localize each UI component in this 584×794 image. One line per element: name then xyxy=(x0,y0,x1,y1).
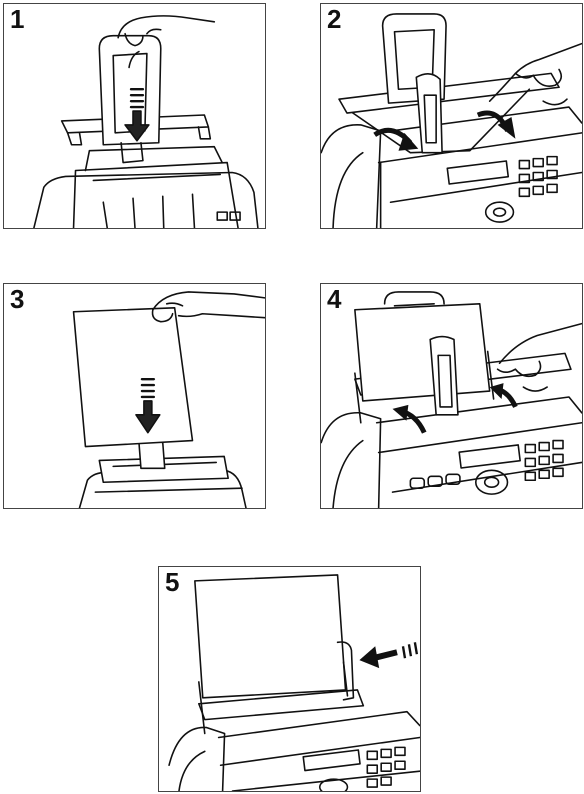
step-1-number: 1 xyxy=(10,6,24,32)
step-4-number: 4 xyxy=(327,286,341,312)
step-3-illustration xyxy=(4,284,265,508)
step-5-panel: 5 xyxy=(158,566,421,792)
step-2-panel: 2 xyxy=(320,3,583,229)
step-5-illustration xyxy=(159,567,420,791)
step-1-illustration xyxy=(4,4,265,228)
step-2-number: 2 xyxy=(327,6,341,32)
step-4-panel: 4 xyxy=(320,283,583,509)
step-2-illustration xyxy=(321,4,582,228)
step-1-panel: 1 xyxy=(3,3,266,229)
step-4-illustration xyxy=(321,284,582,508)
step-3-panel: 3 xyxy=(3,283,266,509)
step-3-number: 3 xyxy=(10,286,24,312)
step-5-number: 5 xyxy=(165,569,179,595)
